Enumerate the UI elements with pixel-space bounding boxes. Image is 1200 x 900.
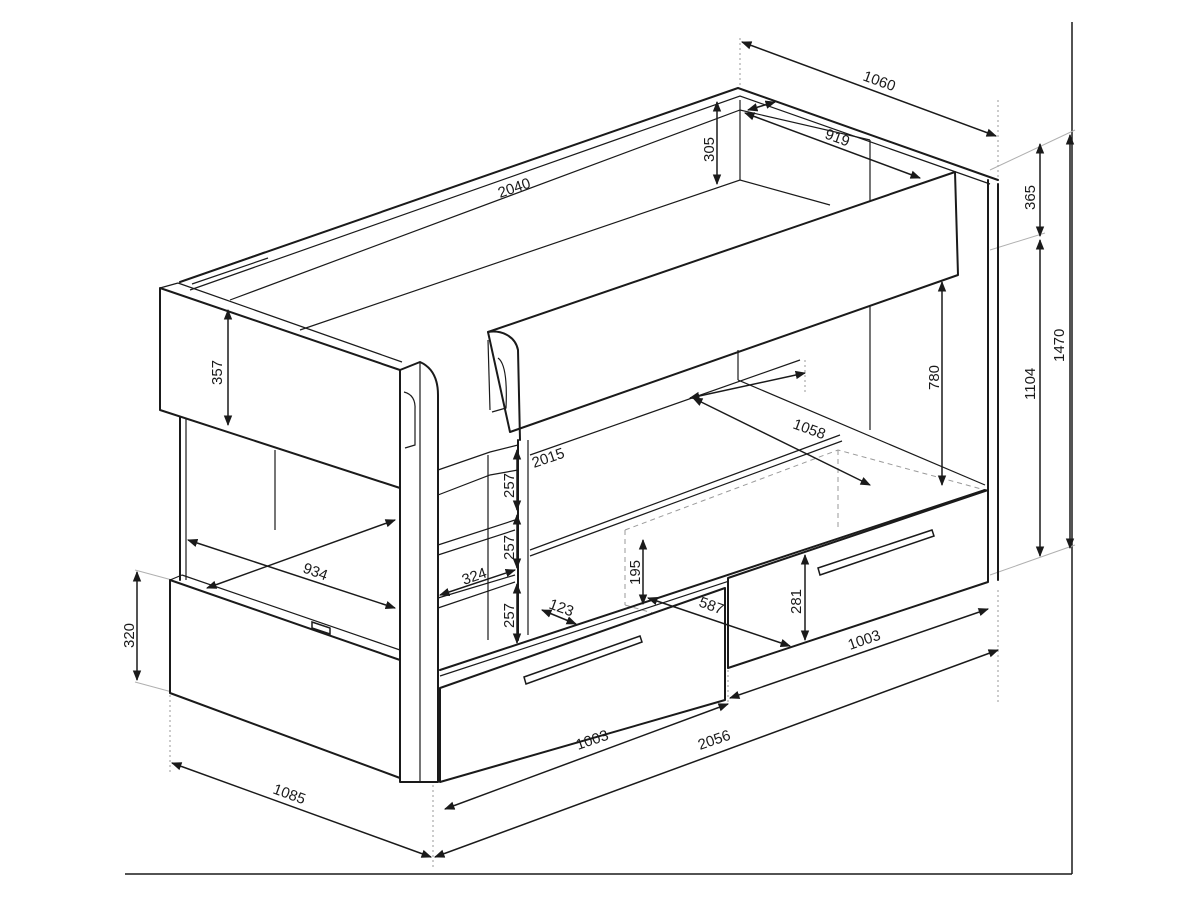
dim-step-height-1: 257 (501, 473, 518, 498)
dim-lower-inner-depth: 1058 (791, 416, 828, 443)
dim-overall-width: 1085 (271, 781, 308, 808)
dim-end-panel-height: 357 (209, 360, 226, 385)
dimension-labels: 1060 919 305 2040 365 1104 1470 357 2015… (121, 68, 1068, 808)
dim-step-offset: 123 (547, 596, 576, 621)
dim-base-height: 320 (121, 623, 138, 648)
dim-top-platform-height: 1104 (1022, 368, 1039, 400)
dim-step-height-3: 257 (501, 603, 518, 628)
dim-drawer-width-back: 1003 (846, 627, 883, 654)
bed-frame (159, 87, 999, 783)
dim-overall-height: 1470 (1051, 329, 1068, 362)
dim-lower-bed-length: 2015 (530, 445, 567, 472)
dim-overall-depth-top: 1060 (861, 68, 898, 95)
dimension-lines (132, 41, 1075, 858)
dim-top-guard-height: 305 (701, 137, 718, 162)
dim-drawer-height-inner: 195 (627, 560, 644, 585)
dim-top-head-panel-height: 365 (1022, 185, 1039, 210)
extension-lines (134, 38, 1076, 870)
dim-drawer-front-height: 281 (788, 589, 805, 614)
dim-lower-clearance-height: 780 (926, 365, 943, 390)
dim-lower-inner-width: 934 (301, 560, 330, 585)
dim-top-bed-length: 2040 (496, 175, 533, 202)
dim-step-depth: 324 (460, 565, 489, 589)
dim-step-height-2: 257 (501, 535, 518, 560)
dim-top-inner-depth: 919 (823, 126, 852, 151)
